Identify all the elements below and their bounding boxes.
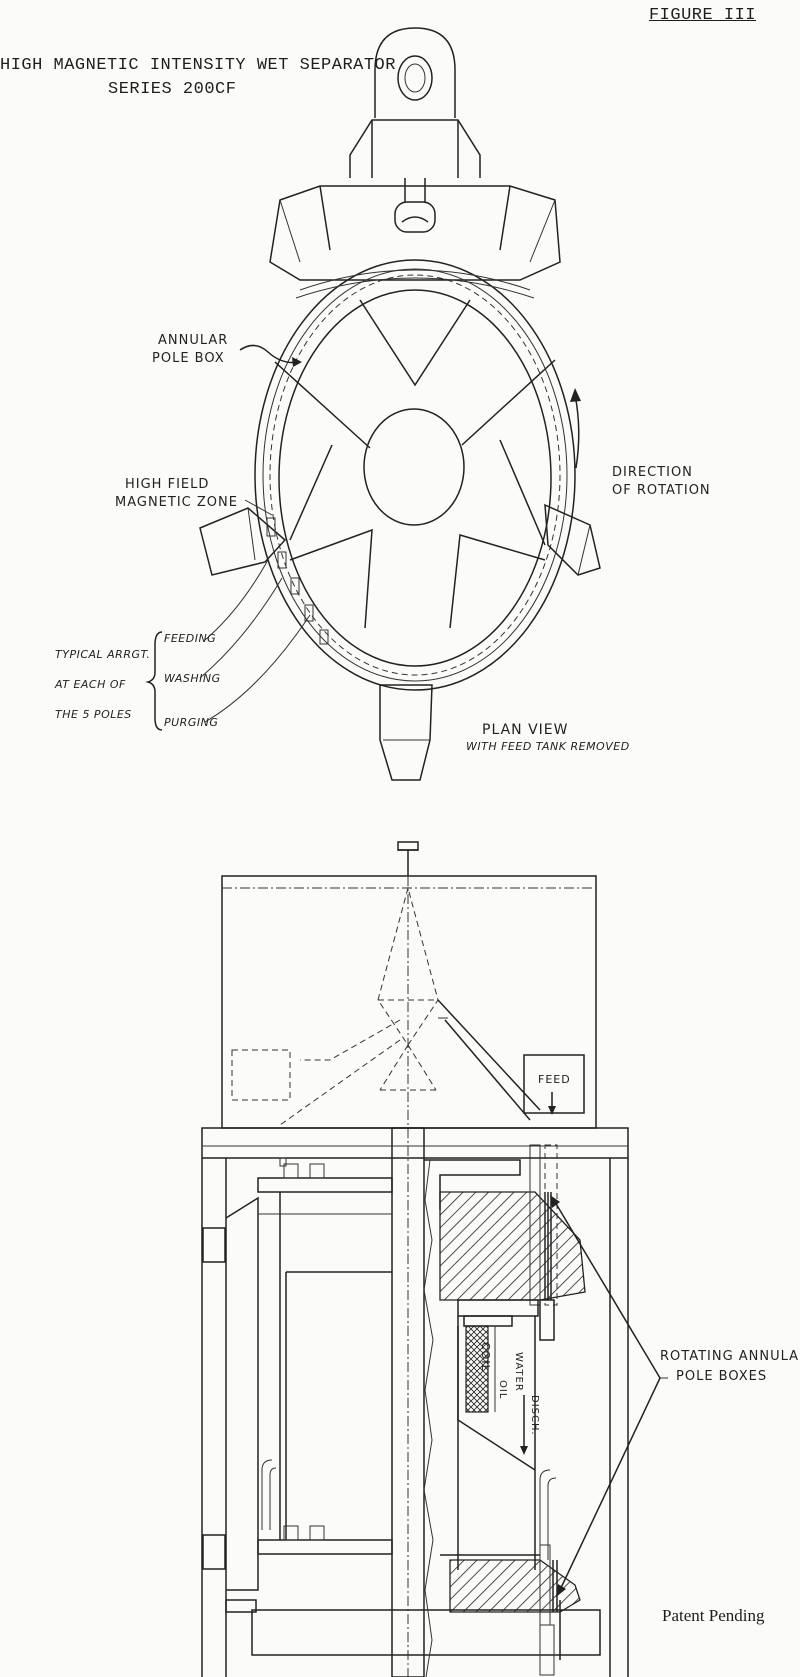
rotating-pole-boxes-label-2: POLE BOXES	[676, 1369, 767, 1384]
typical-arrgt-label-2: AT EACH OF	[54, 678, 126, 691]
purging-label: PURGING	[164, 716, 218, 729]
typical-arrgt-label-3: THE 5 POLES	[55, 708, 132, 721]
pole-box-leaders	[550, 1195, 668, 1597]
title-line-2: SERIES 200CF	[108, 80, 237, 99]
rotation-label-2: OF ROTATION	[612, 483, 711, 498]
plan-view-subcaption: WITH FEED TANK REMOVED	[466, 740, 630, 753]
high-field-zone-boxes	[266, 517, 329, 645]
typical-arrgt-label-1: TYPICAL ARRGT.	[55, 648, 150, 661]
top-spider-frame	[269, 178, 561, 281]
annular-ring	[254, 259, 576, 691]
oil-label: OIL	[497, 1380, 508, 1399]
housing	[201, 1127, 629, 1677]
annular-leader	[239, 344, 301, 364]
pole-box-section: COIL OIL WATER DISCH.	[423, 1144, 586, 1677]
title-line-1: HIGH MAGNETIC INTENSITY WET SEPARATOR	[0, 56, 396, 75]
outer-feet	[199, 503, 601, 781]
patent-pending-note: Patent Pending	[662, 1606, 765, 1625]
spokes	[274, 299, 556, 629]
high-field-label-1: HIGH FIELD	[125, 477, 209, 492]
plan-view: ANNULAR POLE BOX HIGH FIELD MAGNETIC ZON…	[54, 27, 711, 781]
feeding-leader	[204, 559, 269, 641]
high-field-label-2: MAGNETIC ZONE	[115, 495, 238, 510]
purging-leader	[204, 614, 311, 723]
plan-view-caption: PLAN VIEW	[482, 722, 568, 738]
coil-label: COIL	[479, 1342, 492, 1372]
washing-leader	[199, 577, 283, 679]
feeding-label: FEEDING	[164, 632, 216, 645]
rotation-arrow	[570, 388, 581, 469]
high-field-leader	[244, 499, 273, 516]
figure-label: FIGURE III	[648, 6, 756, 25]
lifting-eye	[349, 27, 481, 178]
rotating-pole-boxes-label-1: ROTATING ANNULAR	[660, 1349, 800, 1364]
elevation-view: FEED	[201, 841, 800, 1677]
washing-label: WASHING	[164, 672, 221, 685]
rotation-label-1: DIRECTION	[612, 465, 693, 480]
feed-tank: FEED	[221, 841, 597, 1138]
annular-label-1: ANNULAR	[158, 333, 228, 348]
feed-label: FEED	[538, 1073, 571, 1086]
arrangement-brace	[145, 631, 163, 731]
annular-label-2: POLE BOX	[152, 351, 225, 366]
water-label: WATER	[513, 1352, 524, 1392]
